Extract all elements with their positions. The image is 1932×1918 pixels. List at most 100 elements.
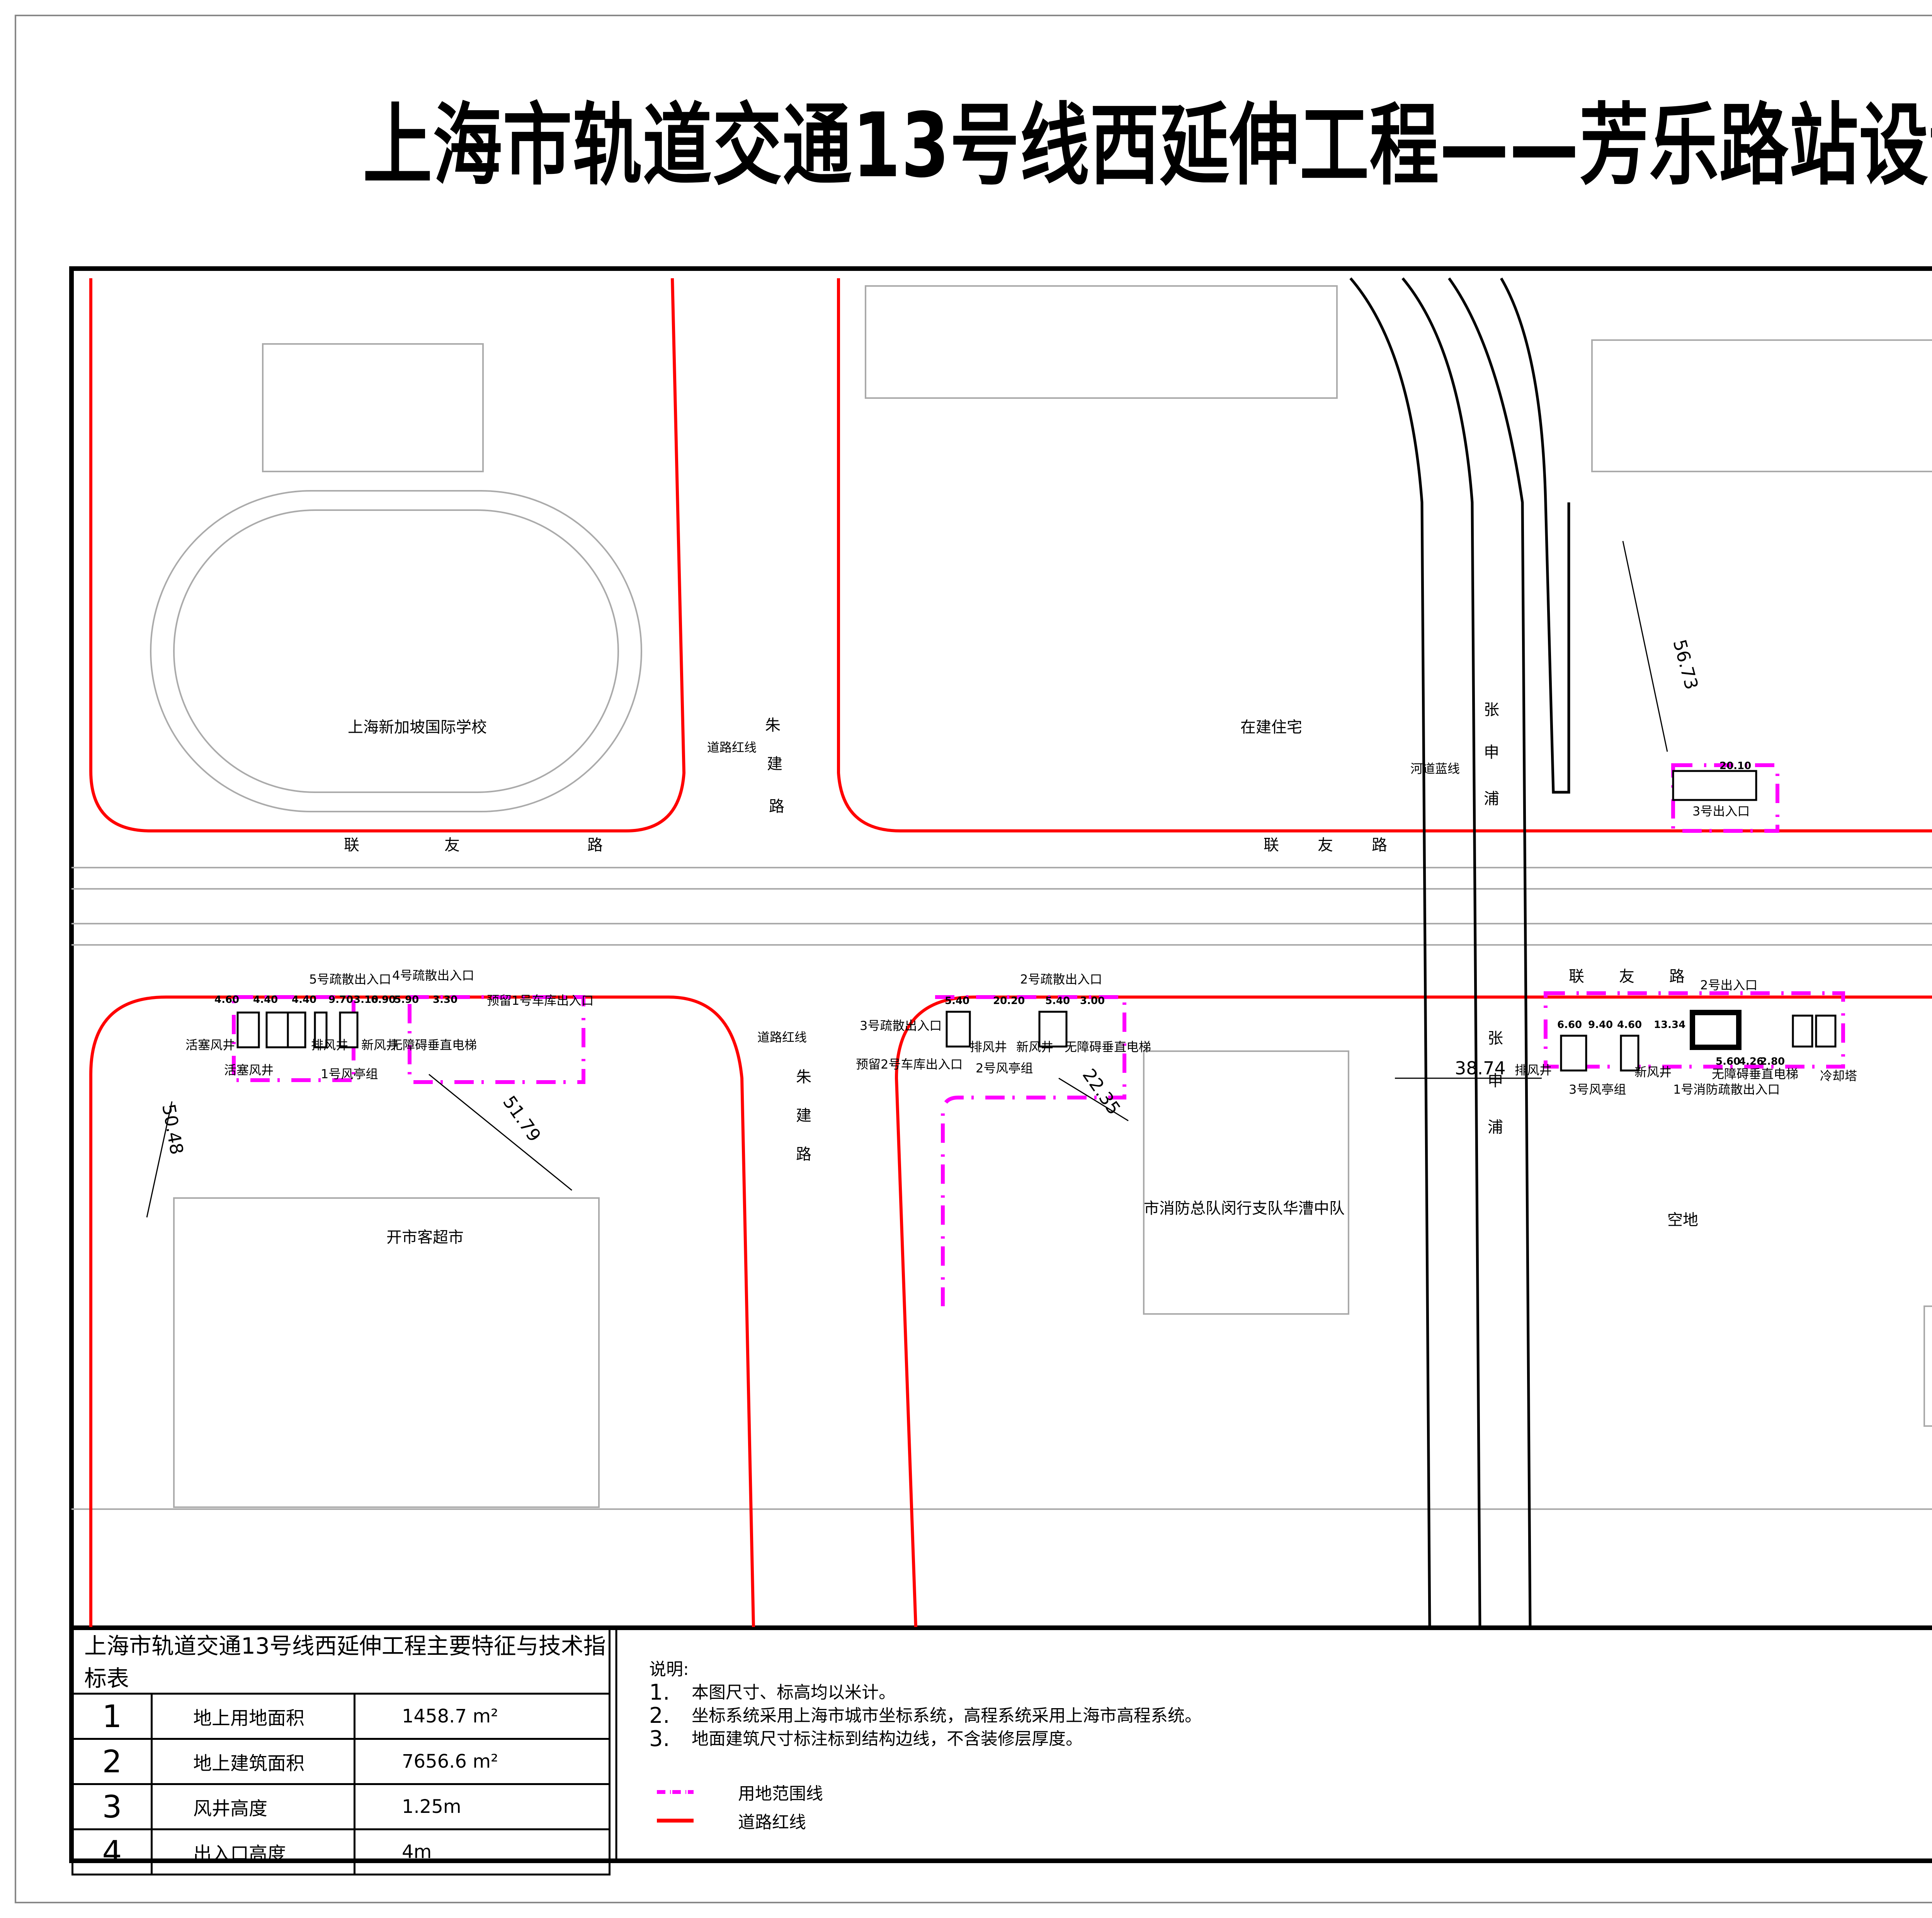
- note-number: 2.: [649, 1703, 670, 1728]
- note-text: 地面建筑尺寸标注标到结构边线，不含装修层厚度。: [692, 1729, 1083, 1749]
- exit-3-label: 3号出入口: [1692, 804, 1750, 819]
- road-lianyou: 联: [344, 836, 359, 854]
- page-title: 上海市轨道交通13号线西延伸工程——芳乐路站设计方案公示图: [363, 94, 1932, 197]
- garage-1-label: 预留1号车库出入口: [487, 993, 594, 1008]
- elevator-label: 无障碍垂直电梯: [1712, 1067, 1798, 1081]
- vent-group-1-label: 1号风亭组: [321, 1067, 378, 1081]
- road-lianyou: 友: [1318, 836, 1333, 854]
- dimension-lines: [146, 541, 1668, 1218]
- annotation-road-red-line: 道路红线: [757, 1030, 807, 1045]
- exit-2-evac-label: 2号疏散出入口: [1020, 972, 1102, 987]
- dim-value: 5.40: [945, 995, 969, 1007]
- road-lianyou: 路: [587, 836, 603, 854]
- elevator-label: 无障碍垂直电梯: [390, 1038, 477, 1052]
- spec-table: 上海市轨道交通13号线西延伸工程主要特征与技术指标表 1 地上用地面积 1458…: [71, 1628, 611, 1875]
- legend-item-road-red-line: 道路红线: [657, 1806, 823, 1835]
- annotation-road-red-line: 道路红线: [707, 740, 757, 755]
- dim-value: 9.70: [328, 994, 353, 1006]
- dim-distance: 50.48: [158, 1103, 187, 1156]
- note-item: 3.地面建筑尺寸标注标到结构边线，不含装修层厚度。: [649, 1727, 1202, 1751]
- dim-value: 3.30: [433, 994, 457, 1006]
- exit-5-label: 5号疏散出入口: [309, 972, 391, 987]
- annotation-river-blue-line: 河道蓝线: [1410, 761, 1460, 776]
- cooling-tower-label: 冷却塔: [1820, 1069, 1857, 1083]
- row-number: 2: [71, 1738, 153, 1785]
- dim-value: 4.40: [292, 994, 316, 1006]
- note-text: 坐标系统采用上海市城市坐标系统，高程系统采用上海市高程系统。: [692, 1706, 1202, 1726]
- exhaust-shaft-label: 排风井: [970, 1040, 1007, 1054]
- dim-value: 20.10: [1719, 760, 1751, 772]
- table-row: 2 地上建筑面积 7656.6 m²: [71, 1738, 611, 1785]
- fresh-air-shaft-label: 新风井: [361, 1038, 398, 1052]
- note-number: 1.: [649, 1680, 670, 1705]
- dim-distance: 56.73: [1669, 637, 1702, 692]
- legend-label: 道路红线: [738, 1812, 806, 1832]
- row-number: 3: [71, 1783, 153, 1830]
- road-lianyou: 联: [1569, 968, 1584, 985]
- notes-heading: 说明:: [649, 1659, 689, 1679]
- dim-distance: 22.35: [1078, 1065, 1125, 1118]
- base-map: [71, 285, 1932, 1510]
- note-text: 本图尺寸、标高均以米计。: [692, 1683, 896, 1702]
- label-vacant: 空地: [1667, 1211, 1698, 1229]
- dim-value: 20.20: [993, 995, 1025, 1007]
- road-zhujian: 朱: [796, 1068, 811, 1086]
- dim-value: 5.60: [1716, 1056, 1740, 1067]
- vent-group-2-label: 2号风亭组: [976, 1061, 1033, 1076]
- river-name: 申: [1484, 744, 1499, 761]
- dim-value: 4.26: [1739, 1056, 1764, 1067]
- fresh-air-shaft-label: 新风井: [1634, 1065, 1672, 1079]
- road-lianyou: 联: [1264, 836, 1279, 854]
- river-name: 申: [1488, 1072, 1503, 1090]
- dim-value: 6.90: [371, 994, 396, 1006]
- fire-exit-label: 1号消防疏散出入口: [1673, 1082, 1780, 1097]
- label-residential: 在建住宅: [1240, 718, 1302, 736]
- legend-label: 用地范围线: [738, 1784, 823, 1804]
- road-lianyou: 路: [1669, 968, 1685, 985]
- river-name: 浦: [1488, 1118, 1503, 1136]
- dim-distance: 51.79: [499, 1092, 545, 1145]
- note-item: 1. 本图尺寸、标高均以米计。: [649, 1681, 1202, 1704]
- row-number: 1: [71, 1693, 153, 1740]
- row-value: 4m: [354, 1828, 611, 1875]
- row-item: 出入口高度: [151, 1828, 355, 1875]
- dim-value: 2.80: [1760, 1056, 1785, 1067]
- dim-value: 9.40: [1588, 1019, 1613, 1031]
- row-item: 风井高度: [151, 1783, 355, 1830]
- piston-shaft-label: 活塞风井: [224, 1063, 274, 1077]
- label-school: 上海新加坡国际学校: [348, 718, 487, 736]
- road-lianyou: 友: [1619, 968, 1634, 985]
- solid-line-swatch-icon: [657, 1819, 694, 1823]
- dim-value: 4.40: [253, 994, 278, 1006]
- road-zhujian: 路: [769, 798, 784, 815]
- vent-group-3-label: 3号风亭组: [1569, 1082, 1626, 1097]
- river-name: 张: [1484, 701, 1499, 719]
- river-zhangshenpu: [1349, 277, 1570, 1627]
- legend: 用地范围线 道路红线: [657, 1778, 823, 1835]
- piston-shaft-label: 活塞风井: [185, 1038, 235, 1052]
- road-lianyou: 友: [444, 836, 460, 854]
- river-name: 浦: [1484, 790, 1499, 808]
- row-item: 地上用地面积: [151, 1693, 355, 1740]
- drawing-frame: [69, 266, 1932, 1863]
- dim-value: 3.00: [1080, 995, 1105, 1007]
- row-value: 1458.7 m²: [354, 1693, 611, 1740]
- dim-distance: 38.74: [1455, 1058, 1506, 1079]
- exhaust-shaft-label: 排风井: [311, 1038, 348, 1052]
- road-lianyou: 路: [1372, 836, 1387, 854]
- label-supermarket: 开市客超市: [386, 1229, 464, 1246]
- station-structures: [236, 770, 1837, 1072]
- row-number: 4: [71, 1828, 153, 1875]
- road-red-lines: [89, 278, 1932, 1627]
- road-zhujian: 建: [796, 1107, 811, 1125]
- dashed-line-swatch-icon: [657, 1790, 694, 1794]
- exit-3-evac-label: 3号疏散出入口: [860, 1018, 942, 1033]
- exit-4-evac-label: 4号疏散出入口: [392, 968, 474, 983]
- exhaust-shaft-label: 排风井: [1515, 1063, 1552, 1077]
- notes: 说明: 1. 本图尺寸、标高均以米计。 2. 坐标系统采用上海市城市坐标系统，高程系…: [649, 1658, 1202, 1751]
- dim-value: 4.60: [1617, 1019, 1642, 1031]
- row-item: 地上建筑面积: [151, 1738, 355, 1785]
- road-zhujian: 建: [767, 755, 782, 773]
- row-value: 7656.6 m²: [354, 1738, 611, 1785]
- table-row: 3 风井高度 1.25m: [71, 1783, 611, 1830]
